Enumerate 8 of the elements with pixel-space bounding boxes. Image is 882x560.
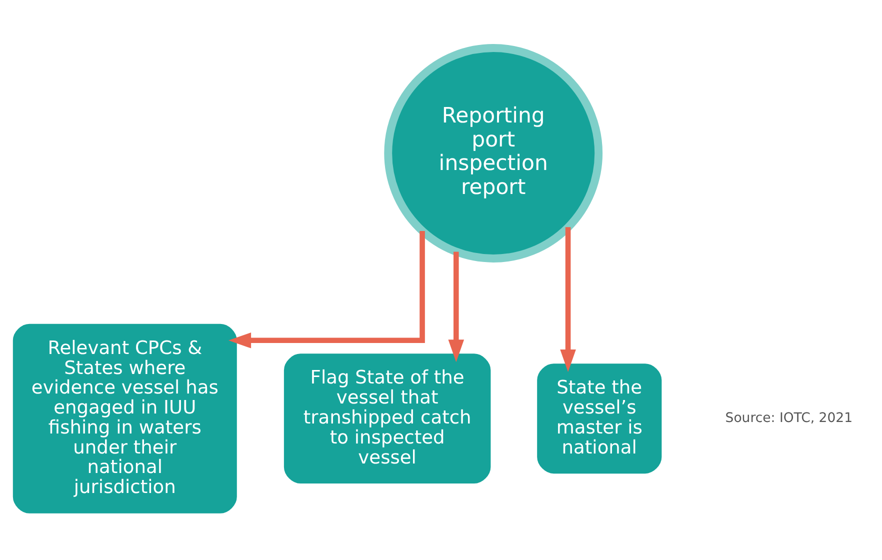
arrow	[228, 230, 425, 348]
arrow	[448, 251, 464, 362]
node-box: State the vessel’s master is national	[537, 363, 662, 474]
node-box: Relevant CPCs & States where evidence vessel has engaged in IUU fishing in waters under their national jurisdiction	[12, 323, 237, 513]
label: Source: IOTC, 2021	[725, 410, 853, 426]
arrow	[560, 226, 576, 372]
node-box: Flag State of the vessel that transhipped catch to inspected vessel	[284, 353, 491, 484]
node-circle: Reporting port inspection report	[384, 44, 603, 262]
